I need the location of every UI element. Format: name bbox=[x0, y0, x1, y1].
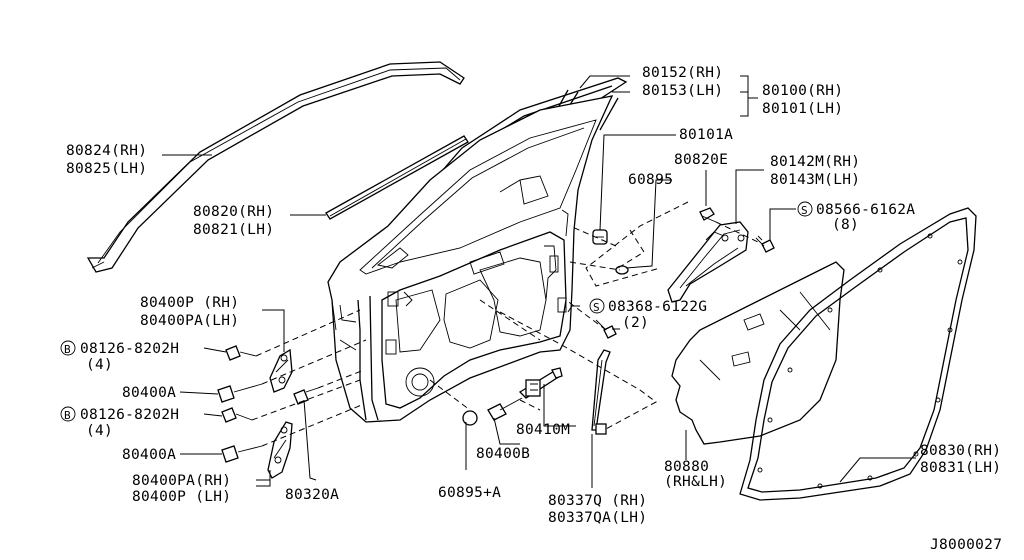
label-80825: 80825(LH) bbox=[66, 161, 147, 177]
fastener-60895-grommet bbox=[615, 265, 629, 275]
s-symbol-08368-letter: S bbox=[593, 301, 600, 314]
b-symbol-08126-top bbox=[60, 340, 76, 356]
label-80101: 80101(LH) bbox=[762, 101, 843, 117]
label-08566: 08566-6162A bbox=[816, 202, 915, 218]
hinge-bolt-top-08126 bbox=[225, 345, 257, 361]
sealing-screen-80880 bbox=[671, 261, 845, 445]
label-80824: 80824(RH) bbox=[66, 143, 147, 159]
label-80400A-top: 80400A bbox=[122, 385, 176, 401]
label-80820: 80820(RH) bbox=[193, 204, 274, 220]
label-08566-qty: (8) bbox=[832, 217, 859, 233]
s-symbol-08368 bbox=[589, 298, 605, 314]
label-08126-top-qty: (4) bbox=[86, 357, 113, 373]
label-80400B: 80400B bbox=[476, 446, 530, 462]
label-08368-qty: (2) bbox=[622, 315, 649, 331]
label-08126-bottom: 08126-8202H bbox=[80, 407, 179, 423]
label-80152: 80152(RH) bbox=[642, 65, 723, 81]
weatherstrip-80830 bbox=[739, 207, 977, 501]
label-08368: 08368-6122G bbox=[608, 299, 707, 315]
label-80153: 80153(LH) bbox=[642, 83, 723, 99]
label-80821: 80821(LH) bbox=[193, 222, 274, 238]
label-08126-bottom-qty: (4) bbox=[86, 423, 113, 439]
label-08126-top: 08126-8202H bbox=[80, 341, 179, 357]
bolt-80400B bbox=[487, 397, 523, 421]
handle-bracket-80142M bbox=[667, 221, 749, 303]
label-80400A-bottom: 80400A bbox=[122, 447, 176, 463]
leader-lines bbox=[162, 75, 916, 488]
label-80400PA-top: 80400PA(LH) bbox=[140, 313, 239, 329]
assembly-lines bbox=[251, 201, 759, 447]
hinge-pin-80320A bbox=[293, 387, 319, 405]
label-80400PA-bottom: 80400PA(RH) bbox=[132, 473, 231, 489]
label-80320A: 80320A bbox=[285, 487, 339, 503]
label-60895: 60895 bbox=[628, 172, 673, 188]
lower-hinge-80400PA bbox=[267, 421, 293, 479]
label-80820E: 80820E bbox=[674, 152, 728, 168]
s-symbol-08566-letter: S bbox=[801, 204, 808, 217]
part-labels: 80152(RH) 80153(LH) 80100(RH) 80101(LH) … bbox=[60, 65, 1002, 553]
s-symbol-08566 bbox=[797, 201, 813, 217]
door-shell bbox=[327, 95, 614, 423]
sash-channel-80337Q bbox=[591, 349, 611, 435]
label-80410M: 80410M bbox=[516, 422, 570, 438]
label-80880-rhlh: (RH&LH) bbox=[664, 474, 727, 490]
b-symbol-08126-bottom bbox=[60, 406, 76, 422]
roof-molding-80824 bbox=[86, 61, 465, 273]
label-80400P-top: 80400P (RH) bbox=[140, 295, 239, 311]
label-80831: 80831(LH) bbox=[920, 460, 1001, 476]
label-80880: 80880 bbox=[664, 459, 709, 475]
label-80337Q: 80337Q (RH) bbox=[548, 493, 647, 509]
label-80830: 80830(RH) bbox=[920, 443, 1001, 459]
label-80101A: 80101A bbox=[679, 127, 733, 143]
label-80142M: 80142M(RH) bbox=[770, 154, 860, 170]
upper-hinge-80400P bbox=[269, 348, 293, 393]
label-80100: 80100(RH) bbox=[762, 83, 843, 99]
label-60895A: 60895+A bbox=[438, 485, 501, 501]
diagram-reference-code: J8000027 bbox=[930, 537, 1002, 553]
window-strip-80820 bbox=[325, 135, 469, 220]
label-80337QA: 80337QA(LH) bbox=[548, 510, 647, 526]
label-80143M: 80143M(LH) bbox=[770, 172, 860, 188]
fastener-60895A-grommet bbox=[462, 410, 478, 426]
hinge-bolt-80400A-bottom bbox=[221, 445, 263, 463]
label-80400P-bottom: 80400P (LH) bbox=[132, 489, 231, 505]
b-symbol-08126-top-letter: B bbox=[64, 343, 71, 356]
bolt-80820E bbox=[699, 207, 717, 223]
hinge-bolt-bottom-08126 bbox=[221, 407, 253, 423]
hinge-bolt-80400A-top bbox=[217, 383, 263, 403]
screw-08566 bbox=[755, 235, 775, 253]
door-check-80410M bbox=[518, 367, 563, 399]
b-symbol-08126-bottom-letter: B bbox=[64, 409, 71, 422]
